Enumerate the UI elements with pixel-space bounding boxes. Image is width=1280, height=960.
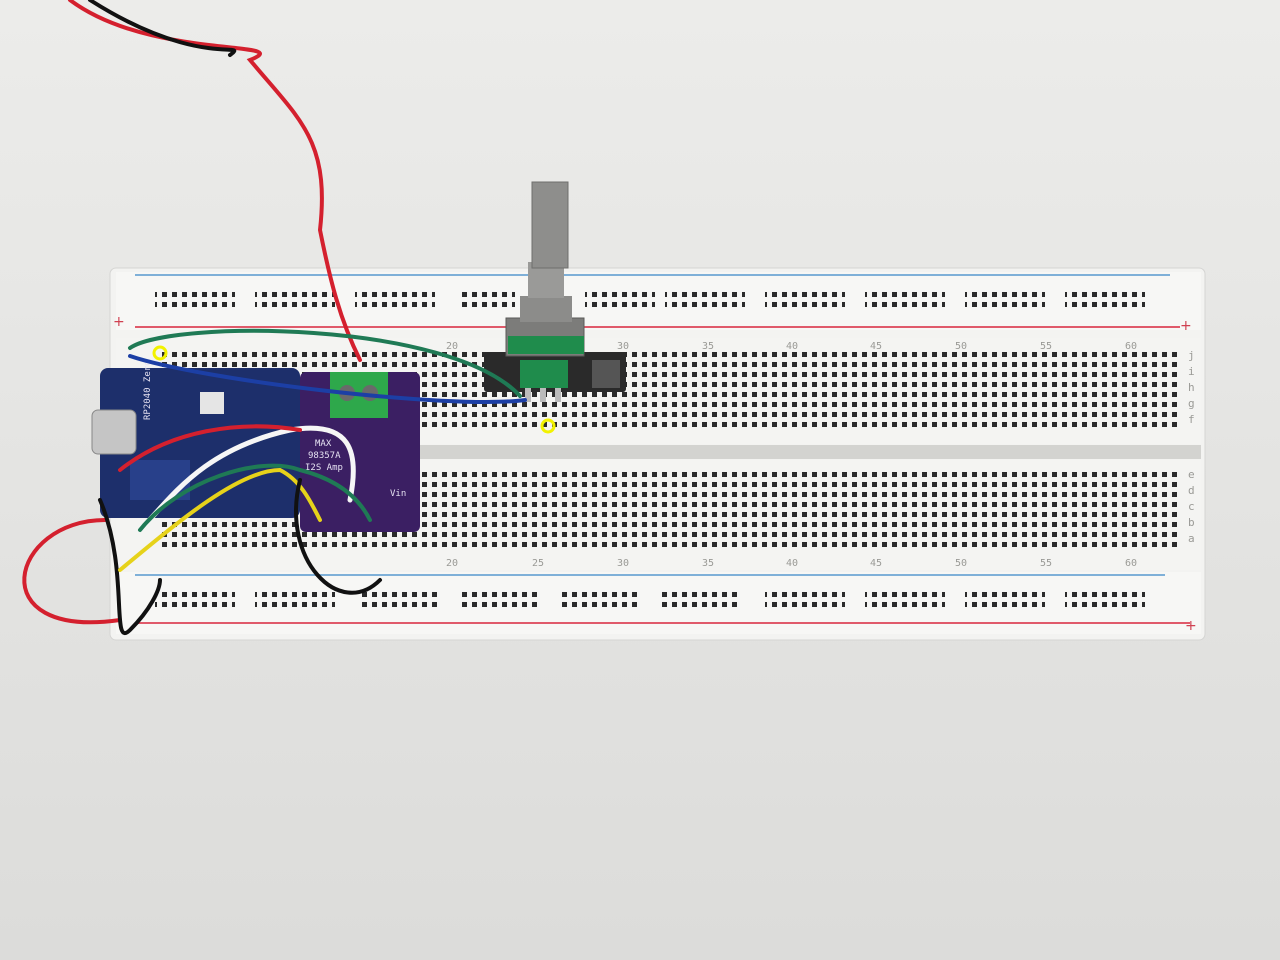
column-numbers-bottom: 20 25 30 35 40 45 50 55 60 xyxy=(446,558,1137,569)
col-num: 40 xyxy=(786,341,798,352)
col-num: 25 xyxy=(532,558,544,569)
rail-plus-sign-bottom: + xyxy=(1185,618,1197,634)
col-num: 35 xyxy=(702,558,714,569)
row-letter: i xyxy=(1188,365,1195,378)
row-letter: f xyxy=(1188,413,1195,426)
wire-blue xyxy=(128,354,527,404)
wire-green-rail xyxy=(128,328,522,398)
microcontroller-board: RP2040 Zero xyxy=(91,360,300,518)
col-num: 55 xyxy=(1040,341,1052,352)
amp-pin-label: Vin xyxy=(390,489,406,499)
row-letter: d xyxy=(1188,484,1195,497)
rotary-encoder xyxy=(484,181,626,402)
rail-plus-sign-right: + xyxy=(1180,318,1192,334)
row-letter: j xyxy=(1188,349,1195,362)
col-num: 40 xyxy=(786,558,798,569)
usb-c-port xyxy=(91,409,137,455)
wire-green-short xyxy=(138,463,372,532)
wire-black-top xyxy=(88,0,237,57)
marker-2 xyxy=(540,418,556,434)
col-num: 30 xyxy=(617,558,629,569)
row-letter: a xyxy=(1188,532,1195,545)
row-letters: j i h g f e d c b a xyxy=(1188,349,1195,545)
row-letter: g xyxy=(1188,397,1195,410)
col-num: 20 xyxy=(446,341,458,352)
marker-1 xyxy=(152,345,168,361)
col-num: 60 xyxy=(1125,558,1137,569)
row-letter: c xyxy=(1188,500,1195,513)
rail-holes-bottom xyxy=(155,590,1145,610)
col-num: 45 xyxy=(870,341,882,352)
wire-red-loop xyxy=(22,518,122,625)
amp-label-2: 98357A xyxy=(308,451,341,461)
highlight-markers xyxy=(152,345,556,434)
col-num: 60 xyxy=(1125,341,1137,352)
col-num: 20 xyxy=(446,558,458,569)
wires xyxy=(22,0,527,635)
rail-holes-top xyxy=(155,288,1145,308)
col-num: 35 xyxy=(702,341,714,352)
rail-plus-sign: + xyxy=(113,314,125,330)
row-letter: b xyxy=(1188,516,1195,529)
row-letter: e xyxy=(1188,468,1195,481)
col-num: 50 xyxy=(955,558,967,569)
amp-label-3: I2S Amp xyxy=(305,463,343,473)
col-num: 55 xyxy=(1040,558,1052,569)
col-num: 50 xyxy=(955,341,967,352)
col-num: 45 xyxy=(870,558,882,569)
wire-red-short xyxy=(118,424,302,472)
col-num: 30 xyxy=(617,341,629,352)
amp-label-1: MAX xyxy=(315,439,332,449)
button xyxy=(200,392,224,414)
row-letter: h xyxy=(1188,381,1195,394)
board-label: RP2040 Zero xyxy=(143,360,153,420)
wire-black-loop xyxy=(98,498,162,635)
wire-yellow xyxy=(118,467,322,572)
wire-black-amp xyxy=(294,478,382,595)
